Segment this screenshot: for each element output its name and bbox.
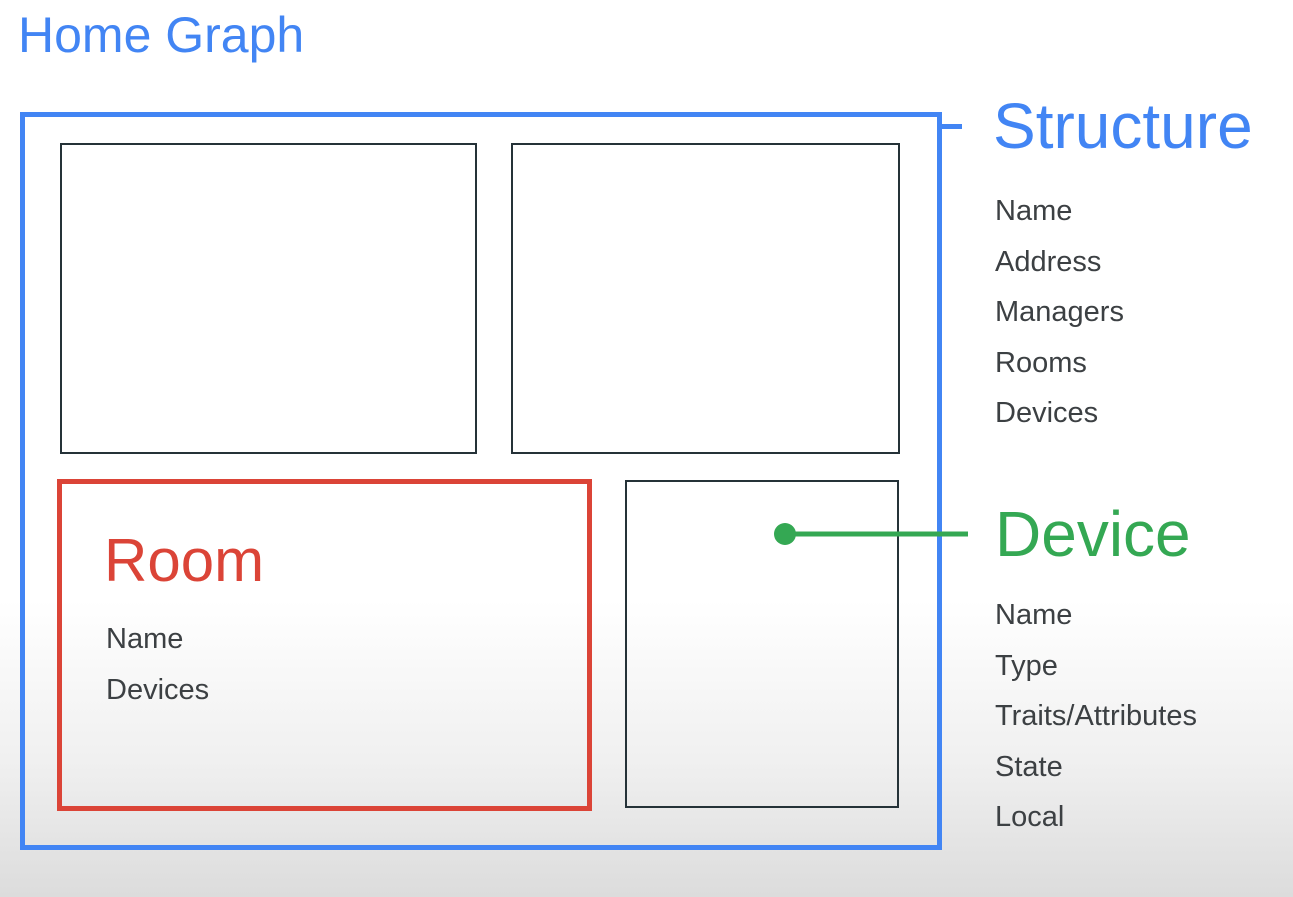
- structure-attribute-list: Name Address Managers Rooms Devices: [995, 186, 1124, 439]
- device-attribute-list: Name Type Traits/Attributes State Local: [995, 590, 1197, 843]
- device-attribute-traits: Traits/Attributes: [995, 700, 1197, 733]
- structure-box: [20, 112, 942, 850]
- structure-attribute-name: Name: [995, 195, 1073, 227]
- room-heading: Room: [104, 527, 265, 594]
- room-box-top-left: [60, 143, 477, 454]
- structure-attribute-rooms: Rooms: [995, 346, 1087, 379]
- room-attribute-name: Name: [106, 623, 184, 655]
- device-attribute-local: Local: [995, 801, 1065, 834]
- device-attribute-name: Name: [995, 599, 1073, 631]
- room-box-highlighted: [57, 479, 592, 811]
- device-attribute-state: State: [995, 750, 1063, 783]
- structure-attribute-managers: Managers: [995, 296, 1124, 329]
- structure-attribute-address: Address: [995, 245, 1102, 278]
- structure-attribute-devices: Devices: [995, 397, 1099, 430]
- device-attribute-type: Type: [995, 649, 1058, 682]
- page-title: Home Graph: [18, 7, 305, 63]
- room-attribute-devices: Devices: [106, 674, 210, 706]
- structure-heading: Structure: [993, 90, 1253, 162]
- device-heading: Device: [995, 498, 1191, 570]
- room-box-bottom-right: [625, 480, 899, 808]
- room-box-top-right: [511, 143, 900, 454]
- structure-connector-line: [940, 124, 962, 129]
